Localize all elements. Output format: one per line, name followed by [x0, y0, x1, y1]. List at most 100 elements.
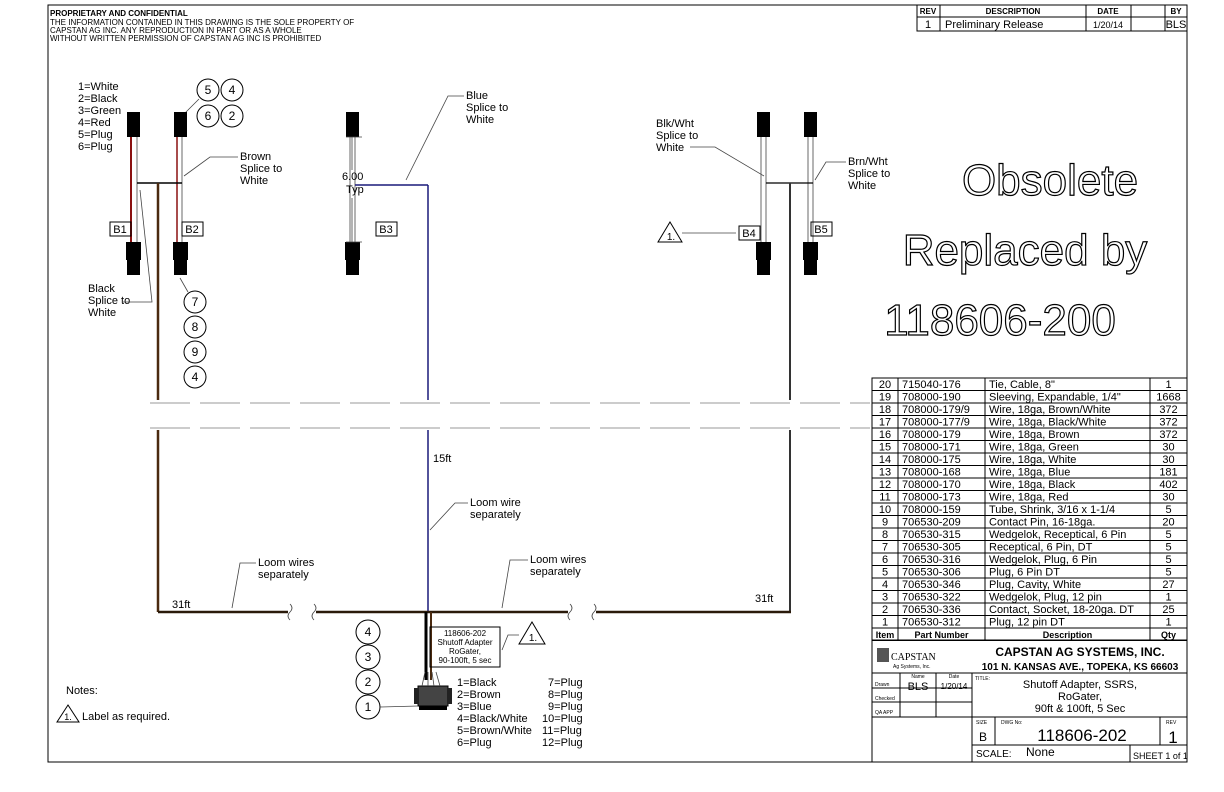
notes-title: Notes:: [66, 685, 98, 697]
bom-cell: 30: [1162, 442, 1174, 454]
bom-cell: Plug, 12 pin DT: [989, 617, 1065, 629]
bom-cell: 2: [882, 604, 888, 616]
connector-label: B5: [814, 224, 827, 236]
bom-cell: 18: [879, 404, 891, 416]
bom-cell: 12: [879, 479, 891, 491]
scale-value: None: [1026, 745, 1055, 759]
svg-text:RoGater,: RoGater,: [449, 647, 481, 656]
svg-text:1: 1: [365, 700, 372, 714]
bom-cell: 17: [879, 417, 891, 429]
svg-text:1.: 1.: [667, 232, 675, 243]
balloons-mid: 7 8 9 4: [179, 277, 207, 389]
svg-text:Brown: Brown: [240, 151, 271, 163]
svg-text:90-100ft, 5 sec: 90-100ft, 5 sec: [439, 656, 492, 665]
bom-cell: 5: [1165, 554, 1171, 566]
svg-text:5: 5: [205, 83, 212, 97]
rev-value: 1: [925, 19, 931, 31]
bom-cell: 708000-190: [902, 392, 961, 404]
svg-text:6: 6: [205, 109, 212, 123]
bom-cell: Wire, 18ga, Black/White: [989, 417, 1106, 429]
bom-cell: Contact Pin, 16-18ga.: [989, 517, 1095, 529]
svg-text:Splice to: Splice to: [88, 295, 130, 307]
bom-cell: Item: [876, 630, 895, 640]
svg-text:QA APP: QA APP: [875, 710, 894, 716]
bom-cell: Part Number: [914, 630, 969, 640]
title-block: CAPSTAN Ag Systems, Inc. CAPSTAN AG SYST…: [871, 639, 1188, 763]
bom-cell: 14: [879, 454, 891, 466]
svg-text:8: 8: [192, 320, 199, 334]
svg-text:Splice to: Splice to: [656, 130, 698, 142]
bom-cell: 708000-179/9: [902, 404, 970, 416]
bom-cell: 708000-179: [902, 429, 961, 441]
svg-text:White: White: [848, 180, 876, 192]
connector-b4: B4: [738, 112, 771, 275]
conf-title: PROPRIETARY AND CONFIDENTIAL: [50, 9, 188, 18]
bom-cell: Wedgelok, Plug, 6 Pin: [989, 554, 1097, 566]
svg-text:Blue: Blue: [466, 90, 488, 102]
bom-cell: 16: [879, 429, 891, 441]
svg-text:Ag Systems, Inc.: Ag Systems, Inc.: [893, 664, 931, 670]
bom-cell: Sleeving, Expandable, 1/4": [989, 392, 1121, 404]
svg-text:4=Black/White: 4=Black/White: [457, 713, 528, 725]
bom-cell: 1668: [1156, 392, 1180, 404]
bom-cell: 708000-168: [902, 467, 961, 479]
svg-text:Splice to: Splice to: [848, 168, 890, 180]
svg-text:118606-202: 118606-202: [444, 629, 487, 638]
drawing-rev: 1: [1168, 728, 1177, 747]
bom-cell: 30: [1162, 492, 1174, 504]
connector-label: B3: [379, 224, 392, 236]
callouts: Brown Splice to White Black Splice to Wh…: [88, 90, 890, 611]
svg-text:White: White: [656, 142, 684, 154]
drawing-title: Shutoff Adapter, SSRS,: [1023, 679, 1137, 691]
bom-cell: Wedgelok, Receptical, 6 Pin: [989, 529, 1126, 541]
bom-cell: Wire, 18ga, White: [989, 454, 1076, 466]
svg-text:9=Plug: 9=Plug: [548, 701, 583, 713]
bom-cell: Wire, 18ga, Blue: [989, 467, 1070, 479]
svg-text:5=Brown/White: 5=Brown/White: [457, 725, 532, 737]
bom-cell: 27: [1162, 579, 1174, 591]
bom-cell: 5: [882, 567, 888, 579]
svg-text:separately: separately: [470, 509, 521, 521]
description-header: DESCRIPTION: [986, 7, 1041, 16]
bom-cell: 181: [1159, 467, 1177, 479]
bom-cell: 13: [879, 467, 891, 479]
conf-line: THE INFORMATION CONTAINED IN THIS DRAWIN…: [50, 18, 354, 27]
svg-text:White: White: [88, 307, 116, 319]
bom-cell: Tie, Cable, 8": [989, 379, 1055, 391]
bom-cell: 715040-176: [902, 379, 961, 391]
svg-text:8=Plug: 8=Plug: [548, 689, 583, 701]
conf-line: WITHOUT WRITTEN PERMISSION OF CAPSTAN AG…: [50, 34, 322, 43]
bom-row: 13 708000-168 Wire, 18ga, Blue 181: [872, 465, 1187, 479]
svg-text:6=Plug: 6=Plug: [457, 737, 492, 749]
bom-cell: 708000-170: [902, 479, 961, 491]
svg-text:Loom wires: Loom wires: [258, 557, 315, 569]
sheet-size: B: [979, 730, 987, 744]
svg-text:White: White: [466, 114, 494, 126]
connector-b5: B5: [803, 112, 833, 275]
bom-cell: 5: [1165, 529, 1171, 541]
bom-cell: 8: [882, 529, 888, 541]
bom-cell: 11: [879, 492, 890, 504]
svg-text:Loom wires: Loom wires: [530, 554, 587, 566]
bom-cell: 372: [1159, 417, 1177, 429]
bom-cell: 706530-305: [902, 542, 961, 554]
obsolete-stamp: Obsolete Replaced by 118606-200: [884, 155, 1148, 345]
svg-text:4=Red: 4=Red: [78, 117, 111, 129]
svg-text:1.: 1.: [64, 712, 72, 722]
svg-text:1=White: 1=White: [78, 81, 119, 93]
bom-cell: 706530-336: [902, 604, 961, 616]
svg-text:Splice to: Splice to: [240, 163, 282, 175]
bom-cell: 706530-315: [902, 529, 961, 541]
drawn-date: 1/20/14: [941, 682, 968, 691]
connector-12-pin: [414, 671, 452, 710]
